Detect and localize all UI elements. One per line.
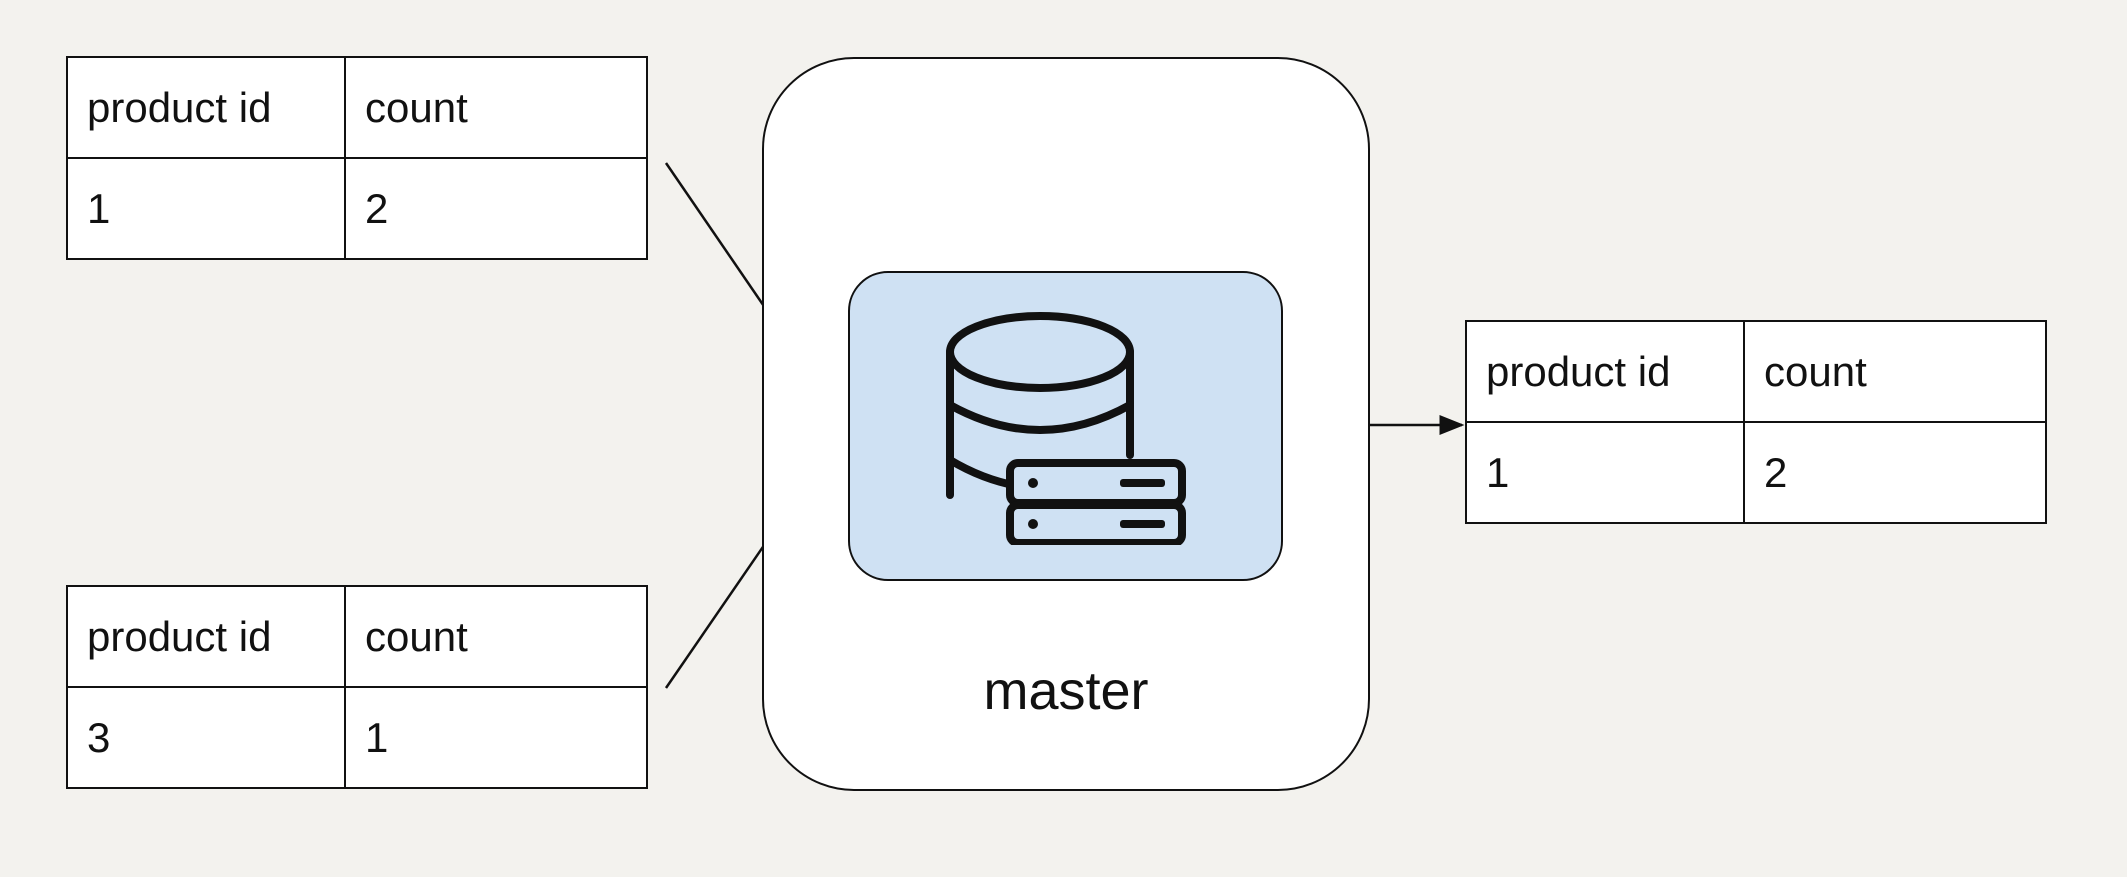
header-cell-count: count xyxy=(344,585,648,688)
cell-count: 2 xyxy=(344,157,648,260)
cell-product-id: 1 xyxy=(66,157,346,260)
table-header-row: product id count xyxy=(1465,320,2047,423)
table-header-row: product id count xyxy=(66,56,648,159)
cell-count: 2 xyxy=(1743,421,2047,524)
input-table-1: product id count 1 2 xyxy=(66,56,648,260)
table-header-row: product id count xyxy=(66,585,648,688)
table-row: 3 1 xyxy=(66,686,648,789)
cell-count: 1 xyxy=(344,686,648,789)
cell-product-id: 1 xyxy=(1465,421,1745,524)
header-cell-count: count xyxy=(1743,320,2047,423)
header-cell-product-id: product id xyxy=(66,585,346,688)
header-cell-product-id: product id xyxy=(66,56,346,159)
header-cell-product-id: product id xyxy=(1465,320,1745,423)
database-server-icon xyxy=(946,312,1186,545)
table-row: 1 2 xyxy=(66,157,648,260)
master-label: master xyxy=(983,661,1149,721)
output-table: product id count 1 2 xyxy=(1465,320,2047,524)
cell-product-id: 3 xyxy=(66,686,346,789)
table-row: 1 2 xyxy=(1465,421,2047,524)
header-cell-count: count xyxy=(344,56,648,159)
input-table-2: product id count 3 1 xyxy=(66,585,648,789)
